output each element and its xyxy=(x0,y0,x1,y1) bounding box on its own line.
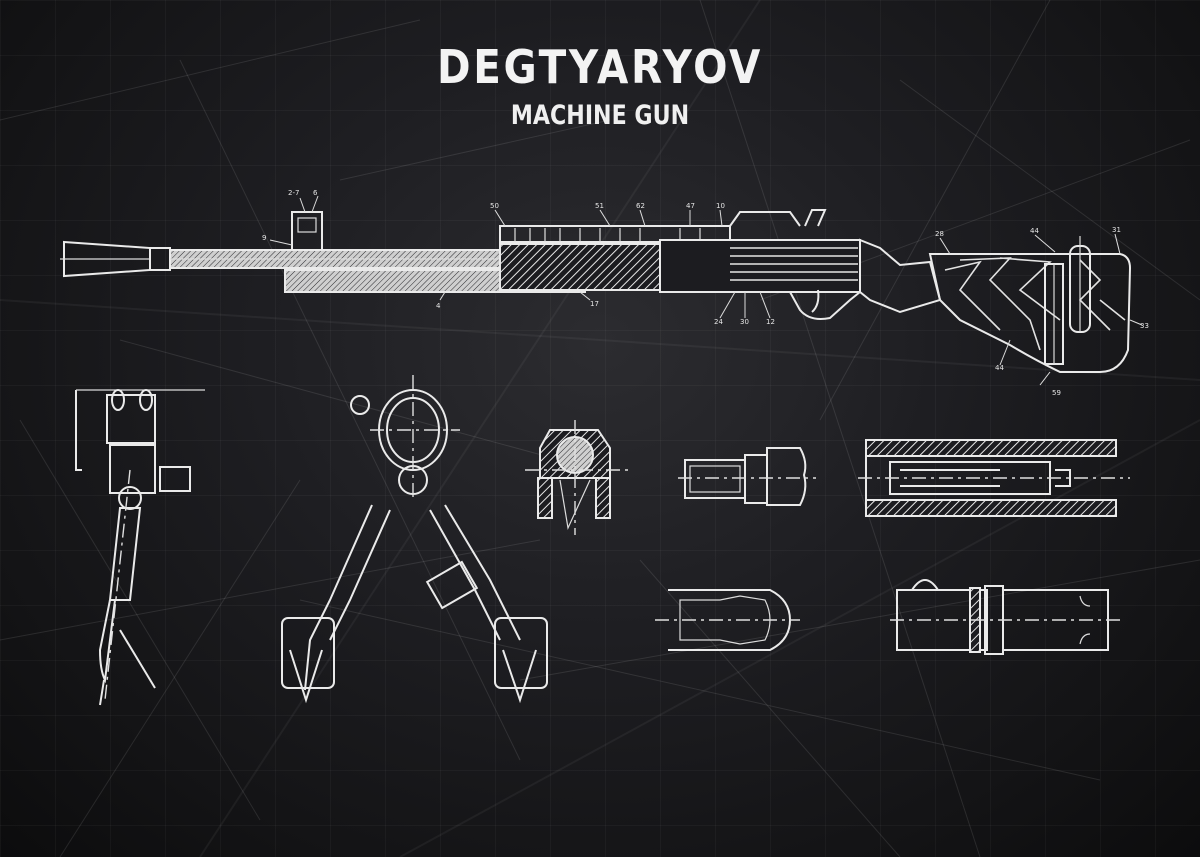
svg-text:33: 33 xyxy=(1140,322,1149,330)
cartridge-detail xyxy=(655,589,800,651)
svg-text:50: 50 xyxy=(490,202,499,210)
svg-text:30: 30 xyxy=(740,318,749,326)
svg-text:4: 4 xyxy=(436,302,441,310)
svg-text:62: 62 xyxy=(636,202,645,210)
svg-text:24: 24 xyxy=(714,318,723,326)
bipod-front-view xyxy=(281,375,548,704)
svg-text:44: 44 xyxy=(1030,227,1039,235)
svg-text:6: 6 xyxy=(313,189,318,197)
svg-text:44: 44 xyxy=(995,364,1004,372)
svg-text:59: 59 xyxy=(1052,389,1061,397)
svg-text:9: 9 xyxy=(262,234,266,242)
svg-text:51: 51 xyxy=(595,202,604,210)
svg-text:47: 47 xyxy=(686,202,695,210)
bolt-detail xyxy=(678,447,816,506)
barrel-joint-detail xyxy=(890,579,1120,655)
svg-text:31: 31 xyxy=(1112,226,1121,234)
svg-text:28: 28 xyxy=(935,230,944,238)
poster-subtitle: MACHINE GUN xyxy=(510,100,690,131)
svg-text:17: 17 xyxy=(590,300,599,308)
svg-text:12: 12 xyxy=(766,318,775,326)
svg-text:10: 10 xyxy=(716,202,725,210)
svg-text:2-7: 2-7 xyxy=(288,189,299,197)
bipod-side-view xyxy=(75,389,205,706)
poster-title: DEGTYARYOV xyxy=(436,40,764,94)
receiver-section xyxy=(858,439,1130,517)
cross-section-view xyxy=(525,420,630,535)
